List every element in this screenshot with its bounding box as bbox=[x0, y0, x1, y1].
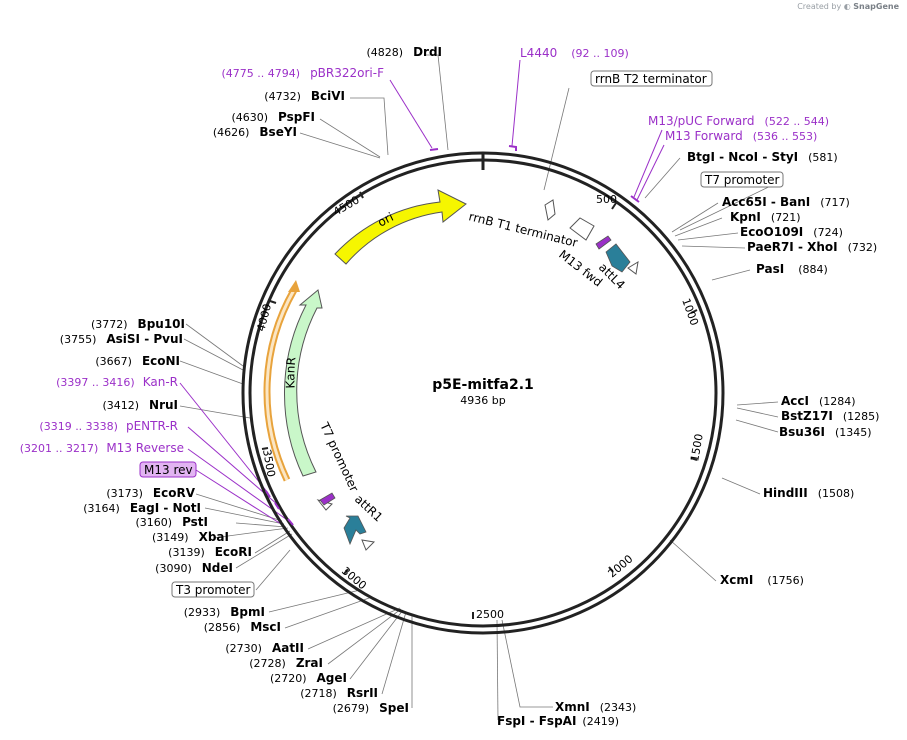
site-msci: (2856)MscI bbox=[204, 620, 281, 634]
site-pspfi: (4630)PspFI bbox=[231, 110, 315, 124]
tick-labels: 500 1000 1500 2000 2500 3000 3500 4000 4… bbox=[254, 193, 705, 621]
plasmid-length: 4936 bp bbox=[460, 394, 505, 407]
feature-m13-rev-mark bbox=[319, 492, 336, 506]
feature-ori-label: ori bbox=[375, 210, 396, 230]
site-ecori: (3139)EcoRI bbox=[168, 545, 252, 559]
feature-kanr: KanR bbox=[283, 289, 323, 477]
backbone-inner-circle bbox=[248, 158, 718, 628]
site-kpni: KpnI(721) bbox=[730, 210, 801, 224]
site-ndei: (3090)NdeI bbox=[155, 561, 233, 575]
tick-marks bbox=[261, 191, 698, 619]
site-acc65i: Acc65I - BanI(717) bbox=[722, 195, 850, 209]
primer-m13-forward: M13 Forward(536 .. 553) bbox=[665, 129, 817, 143]
site-agei: (2720)AgeI bbox=[270, 671, 347, 685]
site-ecorv: (3173)EcoRV bbox=[106, 486, 195, 500]
site-ecoo109i: EcoO109I(724) bbox=[740, 225, 843, 239]
feature-kanr-label: KanR bbox=[283, 356, 298, 388]
feature-t7-promoter-label: T7 promoter bbox=[317, 419, 362, 493]
site-bpmi: (2933)BpmI bbox=[184, 605, 265, 619]
site-paer7i: PaeR7I - XhoI(732) bbox=[747, 240, 877, 254]
site-btgi: BtgI - NcoI - StyI(581) bbox=[687, 150, 838, 164]
site-pasi: PasI(884) bbox=[756, 262, 828, 276]
feature-rrnb-t2-terminator bbox=[544, 199, 556, 221]
primer-m13-puc-forward: M13/pUC Forward(522 .. 544) bbox=[648, 114, 829, 128]
site-econi: (3667)EcoNI bbox=[95, 354, 180, 368]
boxed-rrnb-t2: rrnB T2 terminator bbox=[590, 70, 713, 87]
svg-text:rrnB T1 terminator: rrnB T1 terminator bbox=[467, 209, 579, 250]
site-zrai: (2728)ZraI bbox=[249, 656, 323, 670]
site-bseyi: (4626)BseYI bbox=[213, 125, 297, 139]
feature-t7-promoter-right bbox=[627, 261, 639, 275]
snapgene-logo-icon: ◐ bbox=[843, 2, 851, 11]
boxed-t7-promoter: T7 promoter bbox=[700, 171, 784, 188]
feature-attr1: attR1 bbox=[343, 492, 385, 551]
site-bstz17i: BstZ17I(1285) bbox=[781, 409, 879, 423]
site-xcmi: XcmI(1756) bbox=[720, 573, 804, 587]
site-asisi: (3755)AsiSI - PvuI bbox=[60, 332, 183, 346]
site-acci: AccI(1284) bbox=[781, 394, 856, 408]
site-hindiii: HindIII(1508) bbox=[763, 486, 854, 500]
site-psti: (3160)PstI bbox=[135, 515, 208, 529]
feature-attl4: attL4 bbox=[596, 243, 631, 292]
svg-text:KanR: KanR bbox=[283, 356, 298, 388]
site-xbai: (3149)XbaI bbox=[152, 530, 229, 544]
site-aatii: (2730)AatII bbox=[225, 641, 304, 655]
boxed-m13-rev: M13 rev bbox=[139, 461, 197, 478]
tick-500: 500 bbox=[596, 193, 617, 206]
tick-2000: 2000 bbox=[606, 552, 636, 580]
feature-kanr-orange-arc bbox=[263, 280, 300, 482]
site-bsu36i: Bsu36I(1345) bbox=[779, 425, 872, 439]
primer-pentr-r: (3319 .. 3338)pENTR-R bbox=[39, 419, 178, 433]
feature-ori: ori bbox=[334, 189, 467, 265]
site-rsrii: (2718)RsrII bbox=[300, 686, 378, 700]
tick-4000: 4000 bbox=[254, 302, 274, 332]
svg-text:T7 promoter: T7 promoter bbox=[317, 419, 362, 493]
boxed-t3-promoter-label: T3 promoter bbox=[175, 583, 251, 597]
primer-marks bbox=[265, 145, 640, 526]
site-drdi: (4828)DrdI bbox=[366, 45, 442, 59]
primer-m13-reverse: (3201 .. 3217)M13 Reverse bbox=[20, 441, 184, 455]
site-nrui: (3412)NruI bbox=[102, 398, 178, 412]
boxed-t7-promoter-label: T7 promoter bbox=[704, 173, 780, 187]
tick-2500: 2500 bbox=[476, 608, 504, 621]
primer-pbr322ori-f: (4775 .. 4794)pBR322ori-F bbox=[222, 66, 385, 80]
site-xmni: XmnI(2343) bbox=[555, 700, 636, 714]
feature-rrnb-t1-label: rrnB T1 terminator bbox=[467, 209, 579, 250]
snapgene-credit: Created by ◐ SnapGene bbox=[797, 2, 899, 11]
site-eagi: (3164)EagI - NotI bbox=[83, 501, 201, 515]
tick-1500: 1500 bbox=[688, 433, 706, 463]
site-fspi: FspI - FspAI(2419) bbox=[497, 714, 619, 728]
boxed-rrnb-t2-label: rrnB T2 terminator bbox=[595, 72, 707, 86]
primer-leader-lines bbox=[179, 59, 665, 525]
primer-l4440: L4440(92 .. 109) bbox=[520, 46, 629, 60]
site-spei: (2679)SpeI bbox=[333, 701, 409, 715]
boxed-t3-promoter: T3 promoter bbox=[171, 581, 255, 598]
tick-3500: 3500 bbox=[260, 448, 278, 478]
svg-text:ori: ori bbox=[375, 210, 396, 230]
feature-rrnb-t1-terminator: rrnB T1 terminator bbox=[467, 209, 595, 250]
site-bcivi: (4732)BciVI bbox=[264, 89, 345, 103]
credit-prefix: Created by bbox=[797, 2, 842, 11]
boxed-m13-rev-label: M13 rev bbox=[144, 463, 193, 477]
site-leader-lines bbox=[179, 54, 784, 721]
feature-t7-promoter-left: T7 promoter bbox=[316, 419, 362, 511]
site-bpu10i: (3772)Bpu10I bbox=[91, 317, 185, 331]
credit-brand: SnapGene bbox=[853, 2, 899, 11]
primer-kan-r: (3397 .. 3416)Kan-R bbox=[56, 375, 178, 389]
plasmid-name: p5E-mitfa2.1 bbox=[432, 377, 534, 393]
